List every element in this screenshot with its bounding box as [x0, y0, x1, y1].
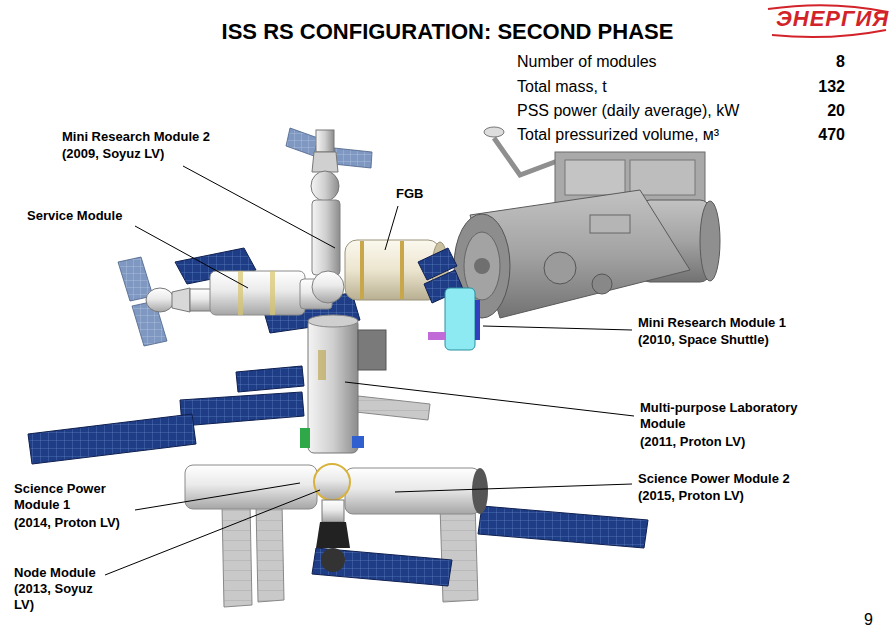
leader-line [345, 382, 634, 416]
module-label: Science Power Module 2 [638, 471, 868, 487]
solar-array [180, 392, 304, 426]
node-module [314, 464, 350, 500]
mini-research-module-2 [311, 171, 339, 201]
solar-array [28, 366, 430, 464]
soyuz-nadir [316, 522, 350, 548]
table-cell: Number of modules [517, 52, 657, 71]
module-label: Mini Research Module 1 [638, 315, 838, 331]
module-date: (2013, Soyuz LV) [14, 581, 109, 613]
service-module [210, 271, 305, 315]
us-segment [700, 201, 720, 281]
mini-research-module-1 [428, 332, 446, 340]
us-segment [565, 160, 625, 195]
science-power-module-1 [185, 465, 317, 509]
multipurpose-lab-module [318, 350, 326, 380]
science-power-module-2 [472, 468, 488, 514]
leader-line [135, 483, 300, 510]
module-date: (2015, Proton LV) [638, 488, 838, 504]
science-power-module-1 [185, 465, 317, 509]
radiator-panel [256, 503, 284, 602]
multipurpose-lab-module [308, 315, 358, 327]
module-label: Multi-purpose Laboratory Module [640, 400, 820, 432]
module-label: Science Power Module 1 [14, 481, 134, 513]
page-title: ISS RS CONFIGURATION: SECOND PHASE [0, 19, 895, 45]
us-segment [544, 252, 576, 284]
mini-research-module-1 [428, 288, 480, 350]
solar-array [236, 366, 304, 392]
us-segment [474, 258, 490, 274]
leader-line [385, 206, 398, 250]
module-label: Node Module [14, 565, 154, 581]
fgb-module [400, 241, 404, 299]
solar-array [28, 414, 196, 464]
soyuz-nadir [322, 500, 344, 522]
module-date: (2014, Proton LV) [14, 515, 164, 531]
mini-research-module-2 [316, 130, 334, 152]
us-segment [590, 215, 630, 233]
soyuz-aft [146, 288, 174, 312]
multipurpose-lab-module [352, 436, 364, 448]
solar-array [312, 548, 452, 586]
solar-array [478, 506, 648, 548]
page-number: 9 [864, 610, 873, 629]
multipurpose-lab-module [308, 318, 358, 453]
soyuz-nadir [316, 500, 350, 572]
radiator-panel [440, 503, 478, 602]
us-segment [454, 127, 720, 318]
table-cell: PSS power (daily average), kW [517, 101, 739, 120]
table-cell: Total mass, t [517, 77, 607, 96]
service-module [238, 271, 243, 315]
module-label: Service Module [27, 208, 167, 224]
table-cell: 132 [818, 77, 845, 96]
leader-line [183, 166, 335, 248]
module-label: Mini Research Module 2 [62, 129, 262, 145]
table-cell: Total pressurized volume, м³ [517, 125, 719, 144]
leader-line [395, 484, 632, 492]
leader-line [105, 490, 320, 575]
module-date: (2009, Soyuz LV) [62, 146, 262, 162]
table-cell: 8 [836, 52, 845, 71]
table-cell: 470 [818, 125, 845, 144]
module-label: FGB [396, 186, 456, 202]
service-module [270, 271, 275, 315]
soyuz-aft [190, 289, 212, 311]
multipurpose-lab-module [300, 428, 310, 448]
table-cell: 20 [827, 101, 845, 120]
leader-line [135, 226, 248, 288]
us-segment [494, 138, 560, 175]
mini-research-module-1 [445, 288, 475, 350]
solar-array [356, 396, 430, 420]
leader-line [105, 166, 634, 575]
mini-research-module-2 [312, 271, 344, 303]
multipurpose-lab-module [300, 315, 386, 453]
multipurpose-lab-module [358, 330, 386, 370]
solar-array [312, 506, 648, 586]
module-date: (2010, Space Shuttle) [638, 332, 838, 348]
mini-research-module-2 [312, 152, 338, 172]
mini-research-module-2 [286, 128, 318, 156]
mini-research-module-1 [475, 300, 480, 340]
soyuz-nadir [321, 548, 345, 572]
fgb-module [360, 241, 364, 299]
mini-research-module-2 [333, 148, 372, 168]
soyuz-aft [172, 288, 190, 312]
node-module [314, 464, 350, 500]
us-segment [592, 274, 612, 294]
leader-line [483, 326, 632, 330]
company-logo: ЭНЕРГИЯ [776, 6, 889, 32]
us-segment [484, 127, 504, 137]
radiator-panel [222, 503, 478, 607]
logo-swoosh [772, 30, 886, 37]
module-date: (2011, Proton LV) [640, 434, 840, 450]
